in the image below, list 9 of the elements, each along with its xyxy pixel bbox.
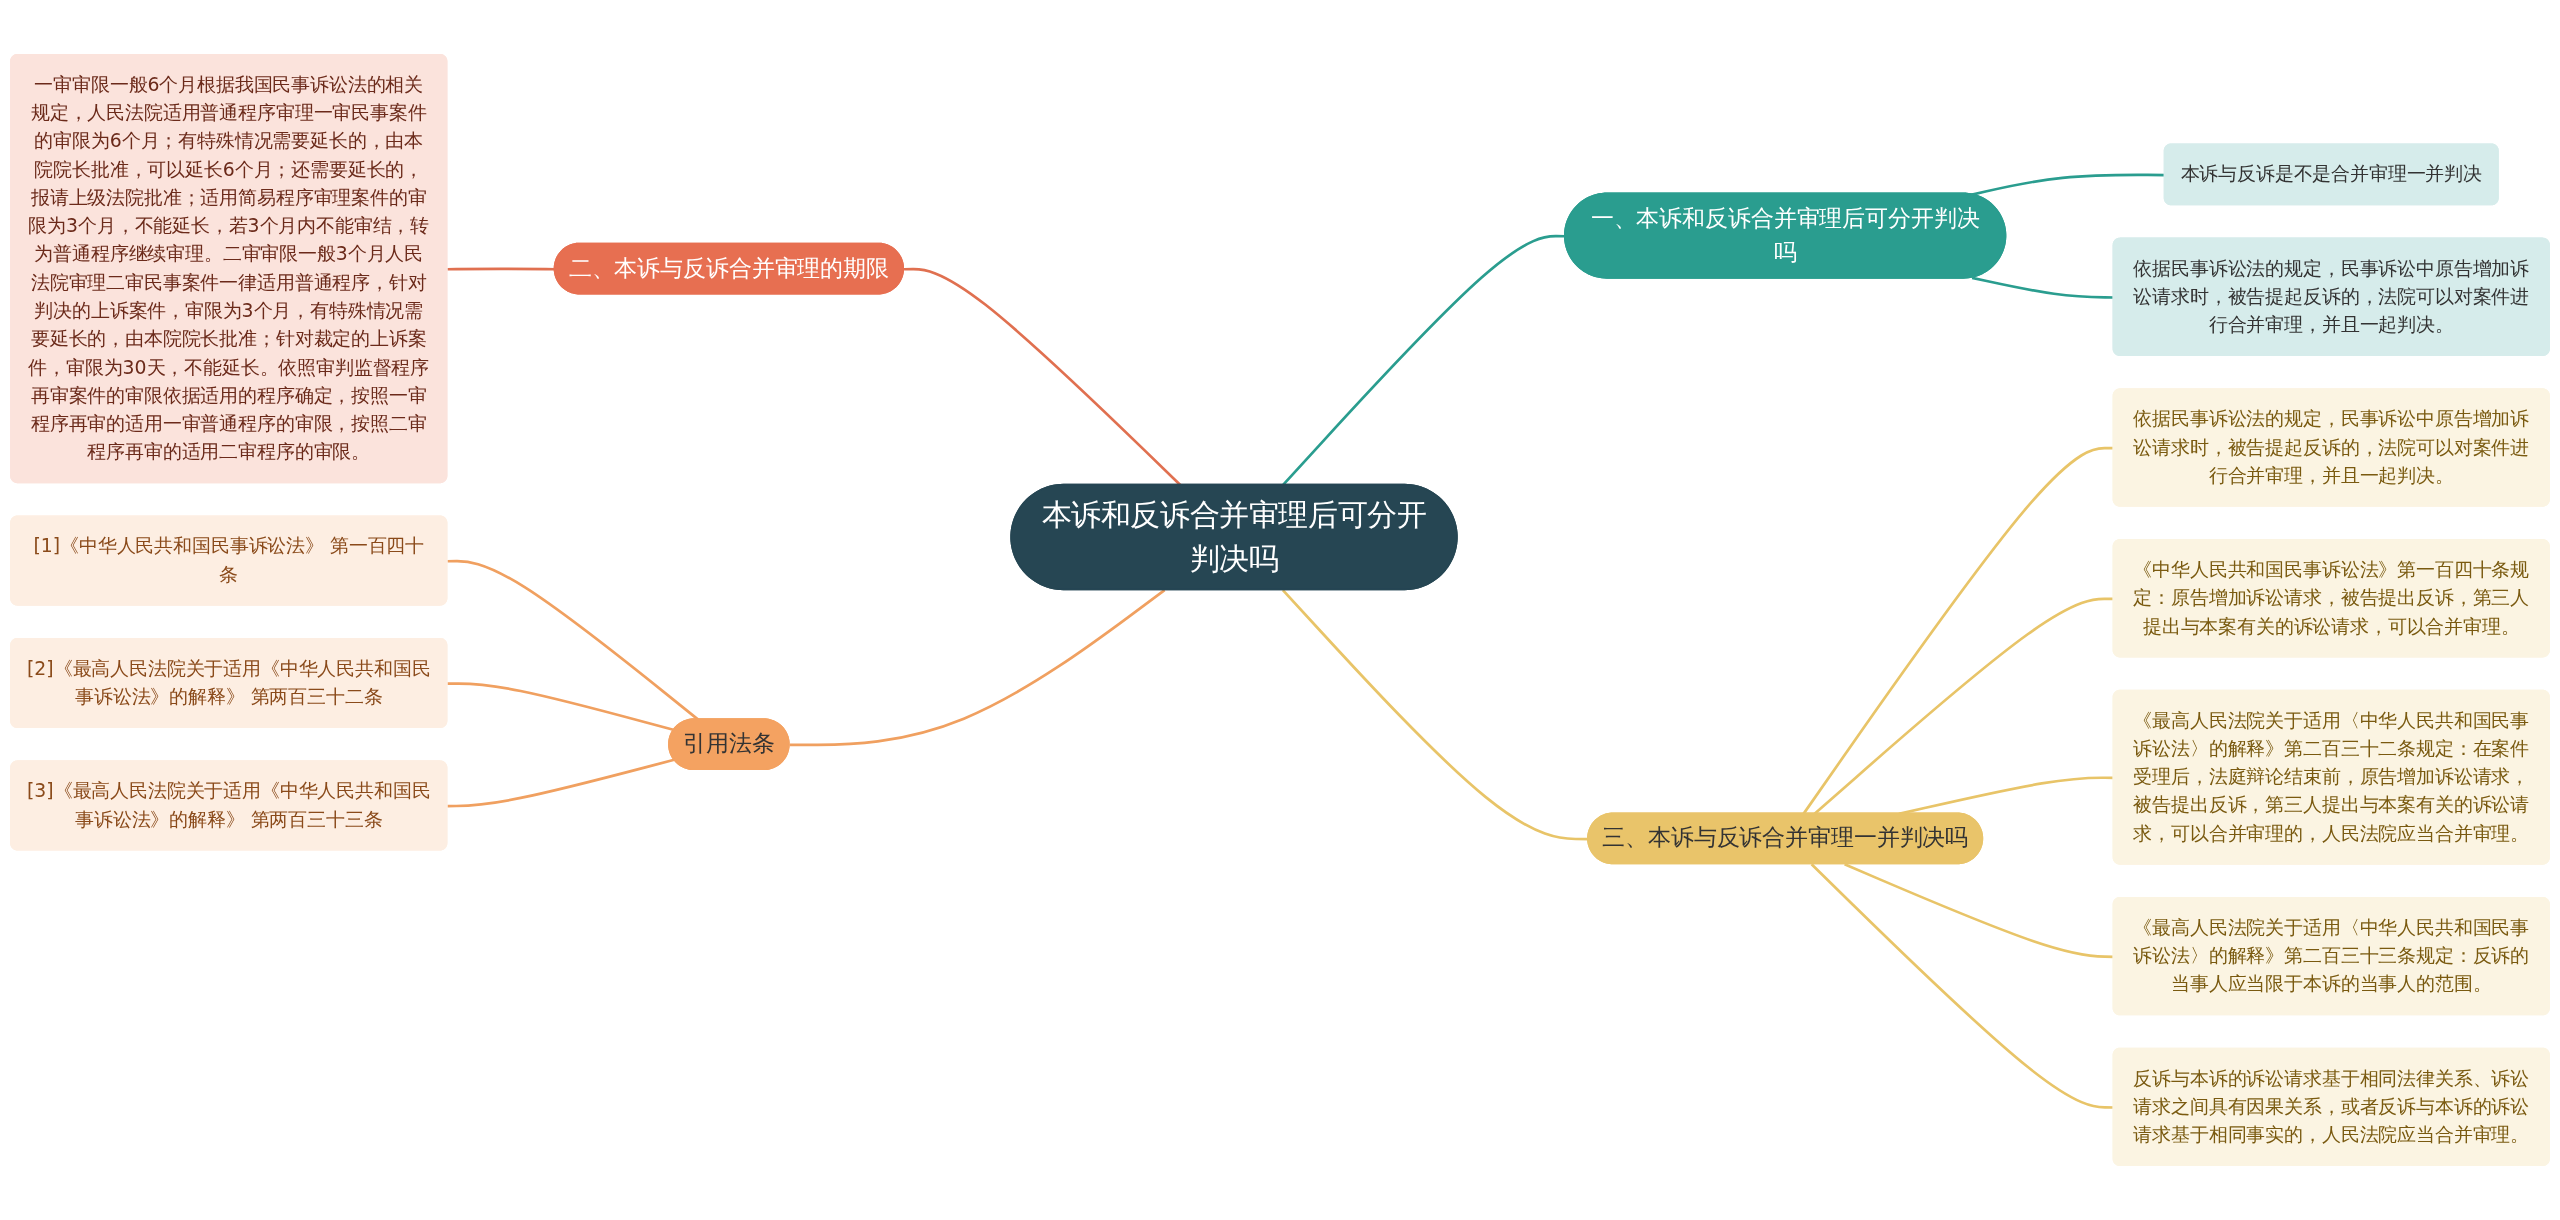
connector [1813,597,2114,815]
connector [1281,589,1589,841]
connector [1810,863,2114,1109]
connector [1802,446,2114,815]
connector [1971,276,2114,299]
connector [447,682,675,732]
connector [1844,863,2114,959]
connector [447,758,675,808]
connector [789,589,1166,747]
